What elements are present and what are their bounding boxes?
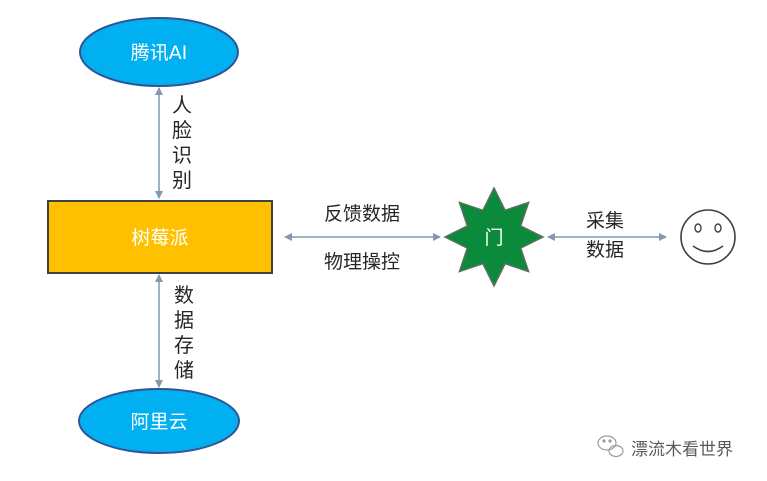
edge-label-face-recognition: 人 脸 识 别 [172, 93, 192, 192]
node-raspberry-pi-label: 树莓派 [131, 227, 188, 249]
edge-label-physical-control: 物理操控 [324, 251, 400, 273]
door-star-shape [443, 186, 545, 288]
edge-label-collect-line2: 数据 [586, 239, 624, 261]
face-recognition-char-1: 人 [172, 93, 192, 117]
face-recognition-char-3: 识 [172, 143, 192, 167]
edge-label-collect-line1: 采集 [586, 210, 624, 232]
smiley-right-eye [714, 223, 722, 233]
smiley-left-eye [694, 223, 702, 233]
node-aliyun: 阿里云 [78, 388, 240, 454]
edge-label-feedback-data: 反馈数据 [324, 203, 400, 225]
node-raspberry-pi: 树莓派 [47, 200, 273, 274]
node-aliyun-label: 阿里云 [130, 411, 187, 433]
data-storage-char-4: 储 [174, 358, 194, 382]
smiley-mouth [692, 245, 724, 253]
wechat-icon [597, 435, 624, 458]
face-recognition-char-4: 别 [172, 168, 192, 192]
node-tencent-ai-label: 腾讯AI [131, 42, 188, 64]
watermark-text: 漂流木看世界 [631, 440, 733, 460]
data-storage-char-2: 据 [174, 308, 194, 332]
face-recognition-char-2: 脸 [172, 118, 192, 142]
node-door-label: 门 [484, 227, 503, 249]
watermark: 漂流木看世界 [597, 435, 733, 460]
smiley-face-icon [680, 209, 736, 265]
node-door: 门 [443, 186, 545, 288]
edge-label-data-storage: 数 据 存 储 [174, 283, 194, 382]
node-tencent-ai: 腾讯AI [79, 17, 239, 87]
data-storage-char-3: 存 [174, 333, 194, 357]
node-person [680, 209, 736, 265]
data-storage-char-1: 数 [174, 283, 194, 307]
